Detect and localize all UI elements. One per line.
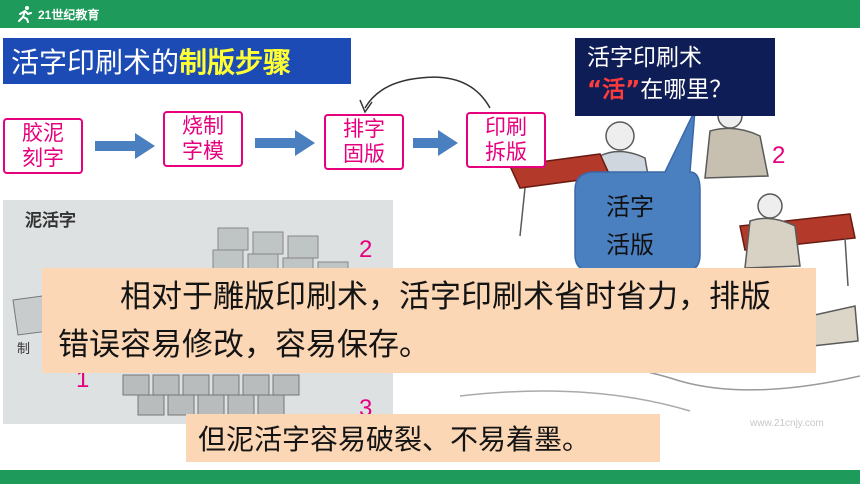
bottom-bar	[0, 470, 860, 484]
question-box: 活字印刷术 “活”在哪里？	[575, 38, 775, 116]
number-right: 2	[772, 142, 786, 169]
callout-line2: 活版	[606, 231, 654, 259]
page-title: 活字印刷术的制版步骤	[3, 38, 351, 84]
callout-line1: 活字	[606, 193, 654, 221]
top-bar: 21世纪教育	[0, 0, 860, 28]
advantage-note: 相对于雕版印刷术，活字印刷术省时省力，排版错误容易修改，容易保存。	[42, 268, 816, 373]
arrow-icon	[255, 130, 315, 156]
question-quote: “活”	[587, 77, 641, 103]
arrow-icon	[413, 130, 458, 156]
step-print-disassemble: 印刷拆版	[466, 112, 546, 168]
callout-text: 活字 活版	[585, 188, 675, 264]
image-caption: 泥活字	[25, 211, 76, 231]
image-side-label: 制	[17, 342, 31, 357]
logo-text: 21世纪教育	[38, 7, 100, 22]
title-part2: 制版步骤	[179, 46, 292, 79]
advantage-text: 相对于雕版印刷术，活字印刷术省时省力，排版错误容易修改，容易保存。	[58, 279, 771, 363]
step-fire-molds: 烧制字模	[163, 111, 243, 167]
logo: 21世纪教育	[16, 4, 99, 24]
step-arrange-fix: 排字固版	[324, 114, 404, 170]
svg-text:www.21cnjy.com: www.21cnjy.com	[749, 418, 824, 429]
question-line1: 活字印刷术	[587, 45, 702, 71]
disadvantage-text: 但泥活字容易破裂、不易着墨。	[198, 423, 591, 456]
arrow-icon	[95, 133, 155, 159]
question-rest: 在哪里？	[640, 77, 733, 103]
number-left-top: 2	[359, 236, 373, 263]
step-carve-clay: 胶泥刻字	[3, 118, 83, 174]
disadvantage-note: 但泥活字容易破裂、不易着墨。	[186, 414, 660, 462]
title-part1: 活字印刷术的	[11, 46, 180, 79]
runner-icon	[18, 6, 32, 23]
